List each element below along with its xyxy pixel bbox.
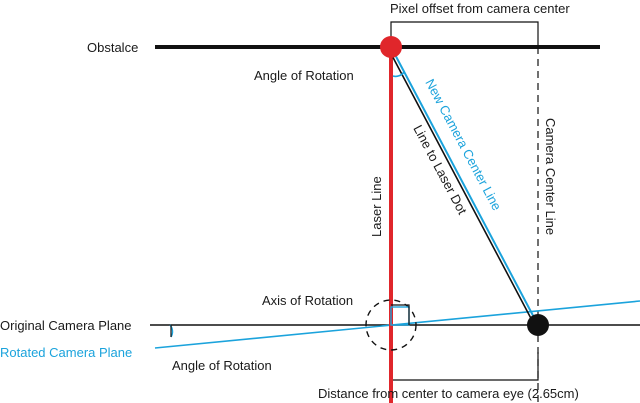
camera-eye-dot (527, 314, 549, 336)
axis-of-rotation-label: Axis of Rotation (262, 293, 353, 308)
original-camera-plane-label: Original Camera Plane (0, 318, 132, 333)
laser-dot (380, 36, 402, 58)
new-camera-center-line (390, 46, 539, 326)
angle-marker-top (392, 71, 405, 78)
line-to-laser-dot (387, 47, 536, 327)
angle-rotation-bottom-label: Angle of Rotation (172, 358, 272, 373)
obstacle-label: Obstalce (87, 40, 138, 55)
distance-center-eye-label: Distance from center to camera eye (2.65… (318, 386, 579, 401)
laser-line-label: Laser Line (369, 176, 384, 237)
rotated-camera-plane-label: Rotated Camera Plane (0, 345, 132, 360)
distance-bracket (390, 352, 539, 381)
angle-rotation-top-label: Angle of Rotation (254, 68, 354, 83)
camera-center-line-label: Camera Center Line (543, 118, 558, 235)
pixel-offset-bracket (390, 21, 539, 47)
axis-of-rotation-circle (365, 299, 417, 351)
pixel-offset-label: Pixel offset from camera center (390, 1, 570, 16)
right-angle-marker (390, 306, 410, 326)
